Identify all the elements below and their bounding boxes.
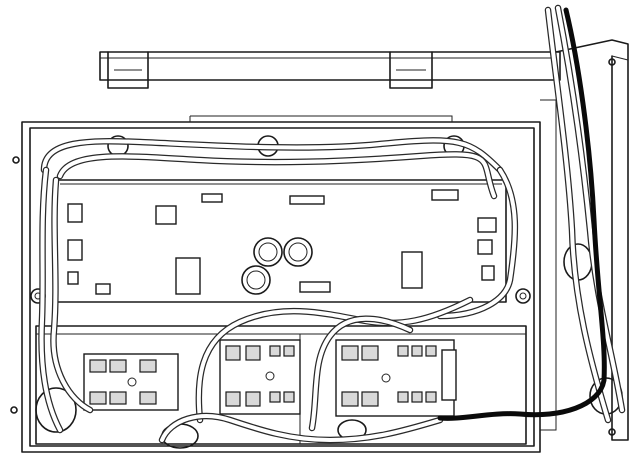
- control-pcb: [55, 179, 507, 303]
- pcb-connector: [477, 217, 497, 233]
- wire-harness: [38, 4, 626, 444]
- pcb-connector: [481, 265, 495, 281]
- pcb-connector: [67, 239, 83, 261]
- main-enclosure: [10, 115, 541, 453]
- pcb-chip: [155, 205, 177, 225]
- pcb-connector: [95, 283, 111, 295]
- pcb-connector: [289, 195, 325, 205]
- capacitor: [283, 237, 313, 267]
- pcb-connector: [299, 281, 331, 293]
- pcb-connector: [67, 203, 83, 223]
- top-mounting-plate: [99, 51, 561, 89]
- terminal-block: [219, 339, 301, 415]
- black-power-cable: [437, 7, 607, 421]
- terminal-block: [83, 353, 179, 411]
- right-side-bracket: [540, 39, 629, 441]
- pcb-connector: [67, 271, 79, 285]
- pcb-connector: [477, 239, 493, 255]
- capacitor: [241, 265, 271, 295]
- pcb-connector: [431, 189, 459, 201]
- terminal-block: [335, 339, 457, 417]
- pcb-connector: [201, 193, 223, 203]
- capacitor: [253, 237, 283, 267]
- pcb-component: [401, 251, 423, 289]
- pcb-component: [175, 257, 201, 295]
